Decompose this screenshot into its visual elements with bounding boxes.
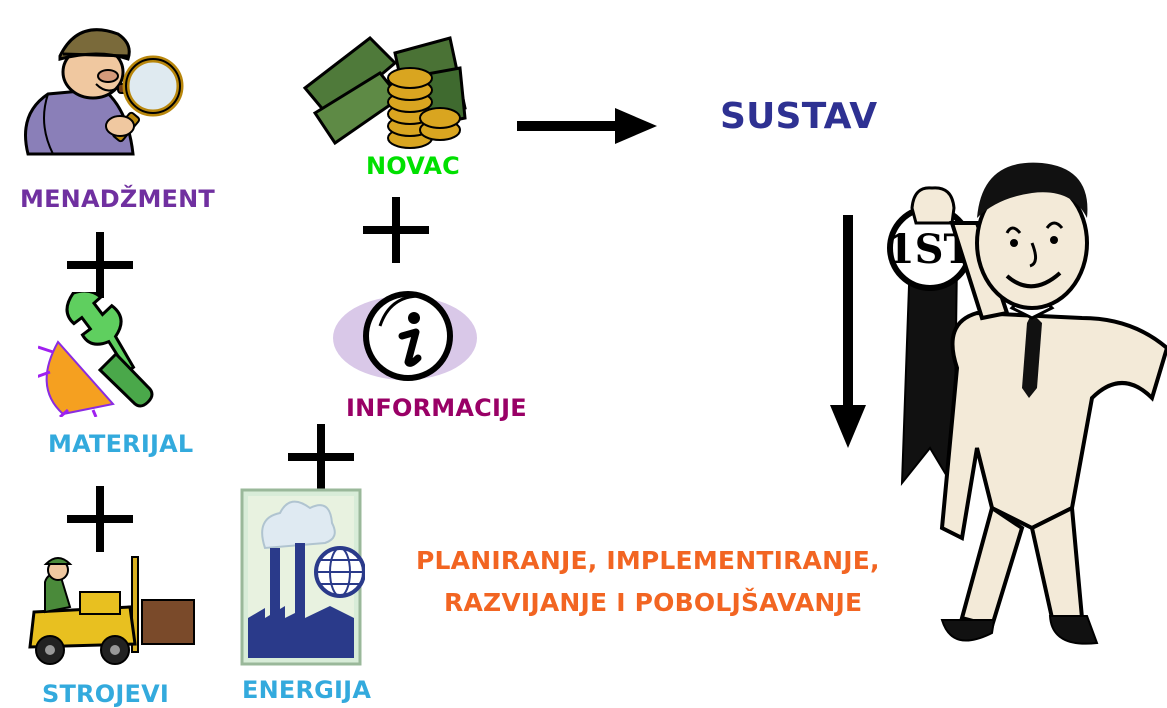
label-menadzment: MENADŽMENT <box>20 185 215 213</box>
label-sustav: SUSTAV <box>720 96 878 137</box>
plus-icon <box>288 424 354 490</box>
factory-globe-icon <box>240 488 365 668</box>
forklift-icon <box>20 552 200 667</box>
arrow-down-icon <box>830 215 866 450</box>
info-icon <box>330 278 480 398</box>
label-strojevi: STROJEVI <box>42 680 169 708</box>
money-icon <box>300 18 470 168</box>
label-process-line1: PLANIRANJE, IMPLEMENTIRANJE, <box>416 546 880 575</box>
label-process-line2: RAZVIJANJE I POBOLJŠAVANJE <box>444 588 863 617</box>
label-materijal: MATERIJAL <box>48 430 194 458</box>
label-novac: NOVAC <box>366 152 460 180</box>
detective-icon <box>8 14 188 164</box>
arrow-right-icon <box>517 108 662 144</box>
label-energija: ENERGIJA <box>242 676 372 704</box>
plus-icon <box>363 197 429 263</box>
wrench-icon <box>38 292 168 417</box>
plus-icon <box>67 232 133 298</box>
label-informacije: INFORMACIJE <box>346 394 527 422</box>
winner-man-icon: 1ST <box>882 148 1167 668</box>
plus-icon <box>67 486 133 552</box>
